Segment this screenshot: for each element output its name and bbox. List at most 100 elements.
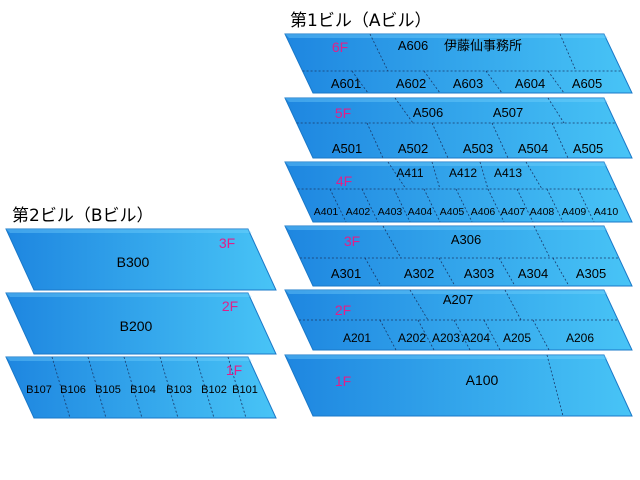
room-divider (498, 257, 516, 287)
room-label: A408 (530, 206, 555, 218)
room-divider (394, 97, 414, 124)
room-divider (547, 97, 565, 124)
room-label: B107 (26, 384, 52, 396)
room-divider (438, 257, 456, 287)
room-label: A501 (332, 141, 362, 156)
room-divider (483, 319, 501, 351)
room-divider (431, 122, 449, 159)
room-label: A203 (432, 331, 460, 345)
room-divider (123, 356, 143, 419)
room-label: A409 (562, 206, 587, 218)
room-label: A306 (451, 232, 481, 247)
room-label: A405 (440, 206, 465, 218)
slab-highlight (285, 98, 608, 102)
room-divider (87, 356, 107, 419)
room-label: A404 (408, 206, 433, 218)
room-label: A204 (462, 331, 490, 345)
room-label: A402 (346, 206, 371, 218)
room-label: A301 (331, 266, 361, 281)
room-label: B200 (120, 318, 153, 334)
slab-shape (284, 97, 633, 159)
room-label: A410 (594, 206, 619, 218)
floor-b-2f: 2F B200 (5, 292, 277, 355)
room-divider (227, 356, 247, 419)
room-divider (533, 225, 551, 259)
room-label: A504 (518, 141, 548, 156)
room-divider (485, 70, 503, 94)
room-divider (551, 122, 569, 159)
floor-label: 2F (335, 302, 351, 318)
room-label: A506 (413, 105, 443, 120)
room-label: B106 (60, 384, 86, 396)
room-label: A302 (404, 266, 434, 281)
slab-shape (284, 354, 633, 417)
room-divider (547, 70, 565, 94)
room-label: A406 (471, 206, 496, 218)
room-label: A505 (573, 141, 603, 156)
room-divider (453, 319, 471, 351)
room-label: B102 (201, 384, 227, 396)
room-divider (159, 356, 179, 419)
room-label: A202 (398, 331, 426, 345)
slab-shape (284, 161, 633, 223)
room-divider (369, 33, 389, 72)
slab-highlight (6, 293, 252, 297)
room-label: A503 (463, 141, 493, 156)
slab-shape (284, 33, 633, 94)
room-divider (479, 161, 489, 190)
room-label: B103 (166, 384, 192, 396)
room-divider (351, 70, 369, 94)
room-divider (532, 319, 550, 351)
slab-highlight (6, 357, 252, 361)
room-label: A413 (494, 166, 522, 180)
floor-label: 5F (335, 105, 351, 121)
room-divider (546, 354, 564, 417)
room-label: A407 (501, 206, 526, 218)
slab-shape (5, 228, 277, 291)
slab-highlight (285, 34, 608, 38)
room-label: A412 (449, 166, 477, 180)
room-label: A305 (576, 266, 606, 281)
room-label: A403 (378, 206, 403, 218)
room-divider (491, 122, 509, 159)
room-label: A205 (503, 331, 531, 345)
room-label: A304 (518, 266, 548, 281)
slab-highlight (285, 290, 608, 294)
room-divider (559, 33, 577, 72)
room-label: A605 (572, 76, 602, 91)
room-divider (423, 70, 441, 94)
room-divider (379, 319, 397, 351)
room-label: A601 (331, 76, 361, 91)
building-b-title: 第2ビル（Bビル） (12, 206, 154, 226)
room-label: A100 (466, 372, 499, 388)
room-label: A604 (515, 76, 545, 91)
floor-b-3f: 3F B300 (5, 228, 277, 291)
floor-label: 3F (344, 233, 360, 249)
floor-label: 3F (219, 235, 235, 251)
room-label: A502 (398, 141, 428, 156)
slab-shape (5, 356, 277, 419)
room-label: A606 (398, 38, 428, 53)
slab-shape (284, 289, 633, 351)
floor-label: 1F (226, 362, 242, 378)
room-label: A507 (493, 105, 523, 120)
room-divider (387, 161, 407, 190)
slab-highlight (285, 226, 608, 230)
slab-highlight (6, 229, 252, 233)
floor-label: 2F (222, 298, 238, 314)
room-label: A207 (443, 292, 473, 307)
room-divider (195, 356, 215, 419)
room-label: A303 (464, 266, 494, 281)
room-label: B300 (117, 254, 150, 270)
room-divider (552, 257, 570, 287)
floor-label: 6F (332, 39, 348, 55)
room-label: B101 (232, 384, 258, 396)
room-divider (504, 289, 522, 321)
